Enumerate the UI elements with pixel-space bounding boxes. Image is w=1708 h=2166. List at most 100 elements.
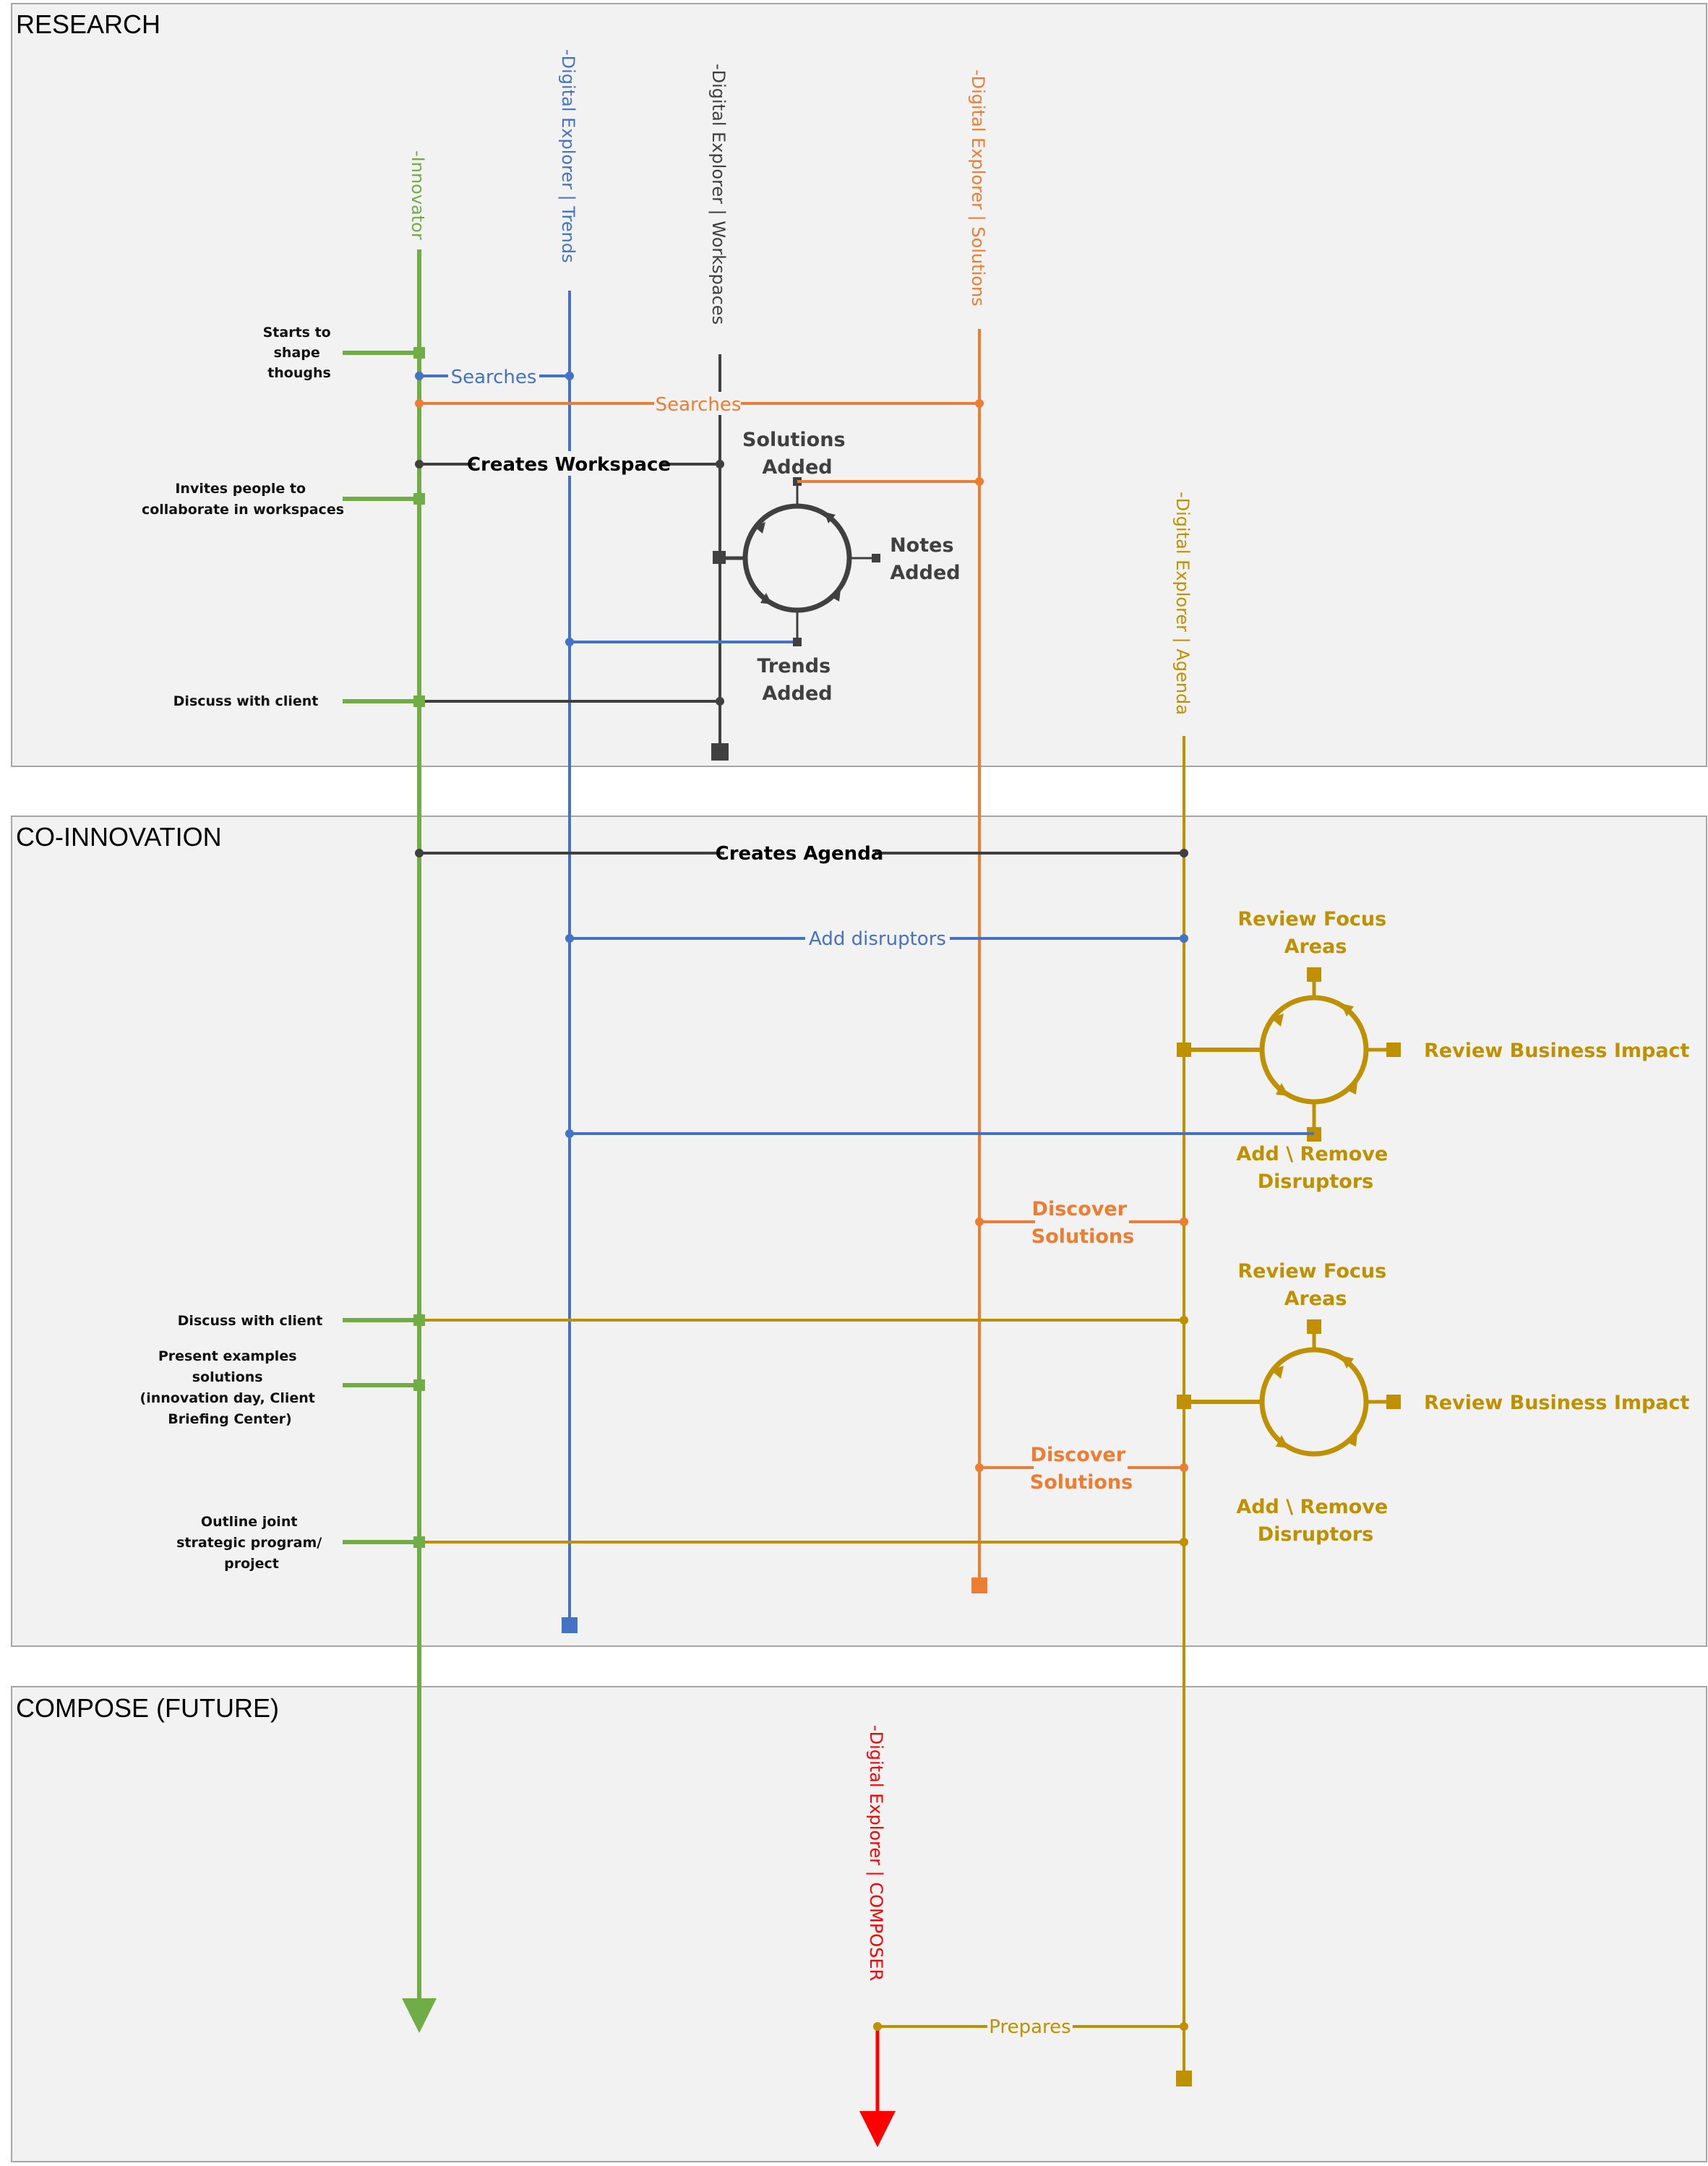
- endpoint: [565, 934, 574, 943]
- endpoint: [975, 1463, 984, 1472]
- label-review-focus-2: Review Focus Areas: [1237, 1260, 1393, 1310]
- note-marker-starts: [413, 347, 425, 359]
- cycle-arrow: [1276, 1083, 1289, 1096]
- agenda-cycle-2: [1177, 1319, 1401, 1457]
- note-line: Present examples: [158, 1348, 297, 1364]
- endpoint: [565, 372, 574, 380]
- label-line: Areas: [1284, 936, 1347, 958]
- label-bg: [1034, 1439, 1128, 1497]
- endpoint: [1180, 1217, 1188, 1226]
- lane-label-agenda: -Digital Explorer | Agenda: [1172, 492, 1193, 715]
- cycle-arrow: [1271, 1014, 1284, 1027]
- lane-label-solutions: -Digital Explorer | Solutions: [968, 69, 988, 307]
- endpoint: [1180, 2022, 1188, 2031]
- label-review-impact-2: Review Business Impact: [1424, 1392, 1690, 1414]
- compose-panel: [11, 1686, 1707, 2162]
- label-line: Added: [762, 456, 832, 479]
- label-solutions-added: Solutions Added: [742, 429, 852, 479]
- note-line: project: [224, 1556, 279, 1572]
- agenda-lifeline-end: [1176, 2071, 1192, 2086]
- label-line: Solutions: [1030, 1471, 1133, 1494]
- lane-label-innovator: -Innovator: [408, 150, 428, 240]
- label-line: Review Focus: [1237, 908, 1386, 930]
- label-add-remove-1: Add \ Remove Disruptors: [1236, 1143, 1394, 1193]
- endpoint: [1180, 934, 1188, 943]
- endpoint: [1180, 849, 1188, 857]
- label-line: Disruptors: [1258, 1523, 1373, 1546]
- note-line: Briefing Center): [168, 1411, 291, 1427]
- endpoint: [565, 638, 574, 646]
- label-bg: [805, 926, 950, 951]
- endpoint: [565, 1129, 574, 1138]
- note-discuss-client-2: Discuss with client: [178, 1313, 323, 1329]
- endpoint: [1180, 1316, 1188, 1324]
- cycle-stub-end: [1177, 1043, 1191, 1057]
- note-marker-invites: [413, 493, 425, 505]
- label-review-focus-1: Review Focus Areas: [1237, 908, 1393, 958]
- label-review-impact-1: Review Business Impact: [1424, 1040, 1690, 1062]
- agenda-cycle-1: [1177, 967, 1401, 1142]
- cycle-arrow: [824, 512, 836, 523]
- label-line: Areas: [1284, 1288, 1347, 1310]
- label-line: Review Focus: [1237, 1260, 1386, 1283]
- label-line: Discover: [1031, 1444, 1126, 1466]
- trends-lifeline-end: [562, 1617, 578, 1633]
- lane-label-composer: -Digital Explorer | COMPOSER: [866, 1725, 886, 1981]
- label-line: Discover: [1032, 1198, 1128, 1220]
- note-line: solutions: [192, 1369, 263, 1385]
- msg-prepares: Prepares: [989, 2016, 1070, 2038]
- cycle-arrow: [1276, 1435, 1289, 1448]
- label-line: Notes: [890, 534, 953, 557]
- label-trends-added: Trends Added: [757, 655, 837, 705]
- label-bg: [448, 364, 539, 388]
- note-marker-discuss-1: [413, 695, 425, 707]
- workspaces-lifeline-end: [711, 743, 729, 761]
- cycle-arrow: [1341, 1003, 1354, 1016]
- note-outline-joint: Outline joint strategic program/ project: [176, 1514, 327, 1572]
- lane-label-workspaces: -Digital Explorer | Workspaces: [708, 64, 729, 325]
- endpoint: [415, 372, 424, 380]
- endpoint: [716, 460, 724, 468]
- cycle-stub-end: [713, 551, 726, 564]
- endpoint: [415, 849, 424, 857]
- label-line: Added: [762, 682, 832, 705]
- endpoint: [716, 697, 724, 706]
- note-discuss-client-1: Discuss with client: [173, 693, 319, 709]
- msg-searches-solutions: Searches: [656, 394, 742, 416]
- msg-add-disruptors: Add disruptors: [809, 928, 946, 950]
- note-line: Invites people to: [175, 481, 306, 497]
- note-line: (innovation day, Client: [140, 1390, 315, 1406]
- cycle-arrow: [1344, 1434, 1357, 1447]
- cycle-arrow: [1341, 1356, 1354, 1369]
- cycle-arrow: [754, 522, 765, 534]
- cycle-stub-end: [1307, 1319, 1321, 1334]
- cycle-stub-end: [1177, 1395, 1191, 1409]
- msg-creates-agenda: Creates Agenda: [716, 843, 884, 865]
- note-invites-people: Invites people to collaborate in workspa…: [142, 481, 344, 518]
- solutions-lifeline-end: [971, 1578, 987, 1593]
- label-line: Add \ Remove: [1236, 1496, 1388, 1518]
- label-line: Solutions: [1031, 1225, 1134, 1248]
- endpoint: [415, 399, 424, 408]
- cycle-stub-end: [1307, 967, 1321, 982]
- endpoint: [1180, 1463, 1188, 1472]
- cycle-stub-end: [793, 638, 802, 646]
- note-starts-to-shape: Starts to shape thoughs: [263, 325, 336, 381]
- workspace-cycle: [713, 477, 880, 642]
- msg-creates-workspace: Creates Workspace: [467, 454, 671, 476]
- label-bg: [1035, 1193, 1129, 1251]
- msg-searches-trends: Searches: [451, 367, 537, 388]
- cycle-arrow: [1271, 1366, 1284, 1379]
- cycle-arrow: [1344, 1082, 1357, 1095]
- label-line: Added: [890, 562, 960, 584]
- note-line: strategic program/: [176, 1535, 322, 1551]
- lane-label-trends: -Digital Explorer | Trends: [558, 49, 578, 263]
- label-bg: [987, 2014, 1073, 2039]
- note-present-examples: Present examples solutions (innovation d…: [140, 1348, 320, 1427]
- research-panel: [11, 3, 1707, 767]
- msg-discover-solutions-1: Discover Solutions: [1031, 1198, 1134, 1248]
- cycle-arrow: [829, 590, 841, 602]
- label-notes-added: Notes Added: [890, 534, 961, 584]
- label-add-remove-2: Add \ Remove Disruptors: [1236, 1496, 1394, 1546]
